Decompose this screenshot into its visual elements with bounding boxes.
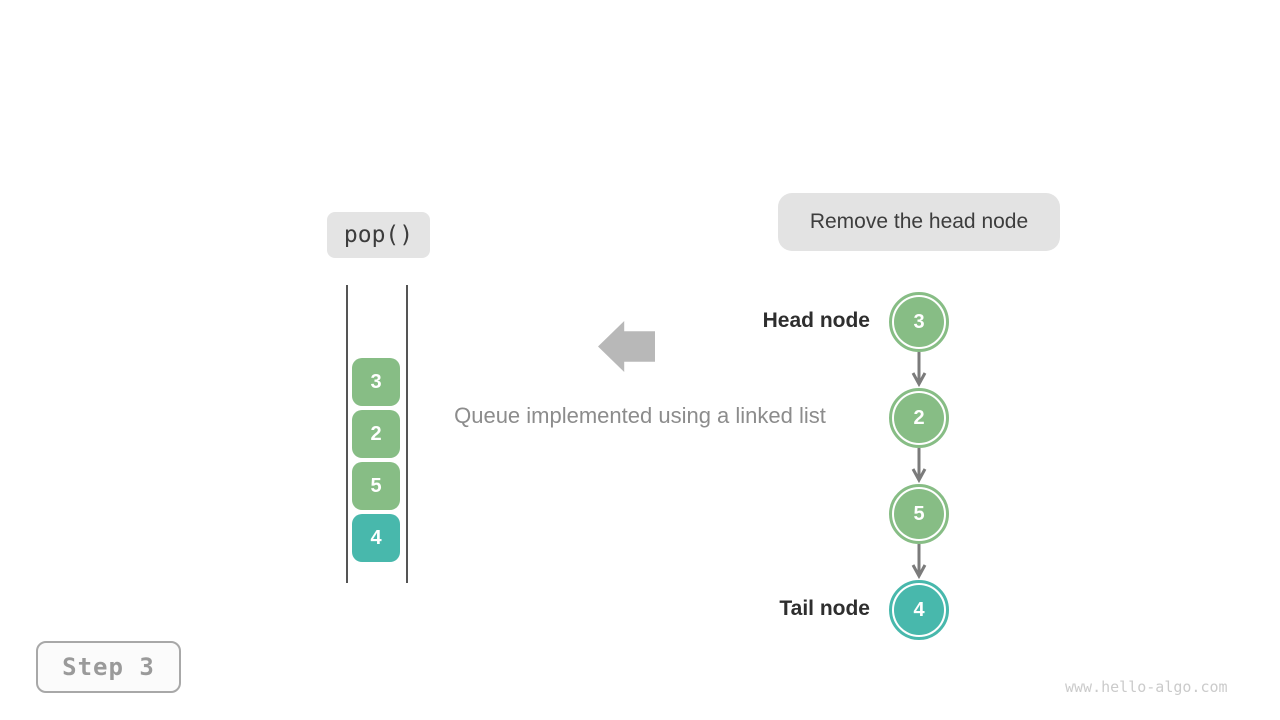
down-arrow-icon [911, 448, 927, 484]
list-node-value: 3 [894, 297, 944, 347]
left-block-arrow-icon [598, 321, 655, 372]
figure-caption: Queue implemented using a linked list [454, 403, 826, 428]
list-node-head: 3 [889, 292, 949, 352]
down-arrow-icon [911, 544, 927, 580]
queue-stack-item: 3 [352, 358, 400, 406]
pop-operation-label: pop() [327, 212, 430, 258]
list-node: 5 [889, 484, 949, 544]
list-node-value: 5 [894, 489, 944, 539]
head-node-label: Head node [762, 309, 870, 332]
list-node-tail: 4 [889, 580, 949, 640]
queue-rail-right [406, 285, 408, 583]
queue-stack-item: 5 [352, 462, 400, 510]
step-badge: Step 3 [36, 641, 181, 693]
queue-stack-item: 2 [352, 410, 400, 458]
down-arrow-icon [911, 352, 927, 388]
list-node-value: 4 [894, 585, 944, 635]
annotation-label: Remove the head node [778, 193, 1060, 251]
queue-rail-left [346, 285, 348, 583]
list-node: 2 [889, 388, 949, 448]
queue-stack-item: 4 [352, 514, 400, 562]
tail-node-label: Tail node [779, 597, 870, 620]
watermark: www.hello-algo.com [1065, 678, 1228, 696]
list-node-value: 2 [894, 393, 944, 443]
queue-stack: 3 2 5 4 [352, 358, 400, 562]
